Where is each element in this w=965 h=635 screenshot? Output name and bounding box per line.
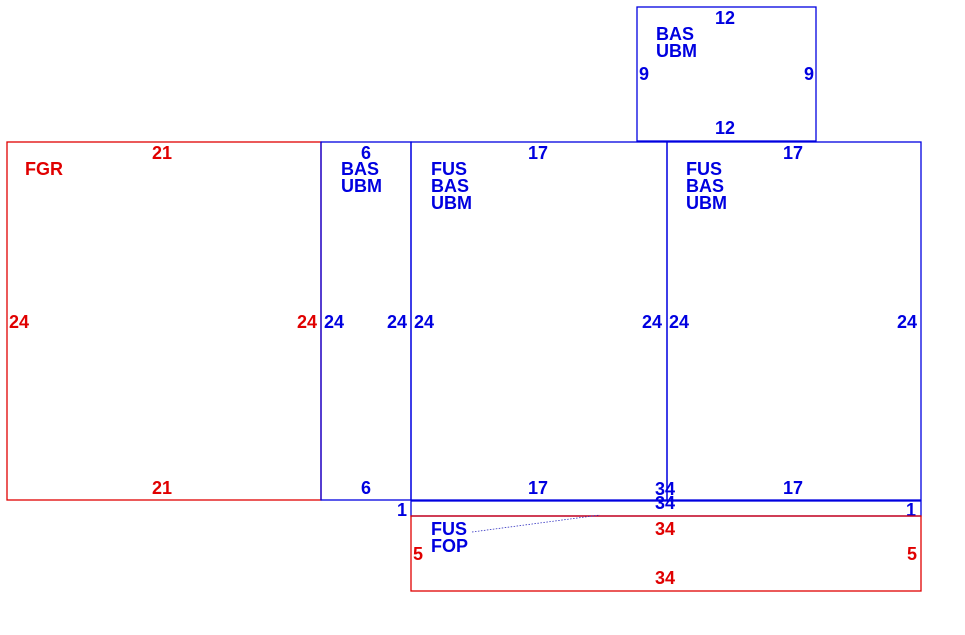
panel-top-code-2: UBM — [656, 41, 697, 61]
panel-narrow-dim-bottom: 6 — [361, 478, 371, 498]
panel-fop-dim-top: 34 — [655, 519, 675, 539]
panel-fop-code-1: FUS — [431, 519, 467, 539]
panel-right-code-1: FUS — [686, 159, 722, 179]
panel-narrow-dim-top: 6 — [361, 143, 371, 163]
panel-strip-dim-right: 1 — [906, 500, 916, 520]
panel-fgr-dim-left: 24 — [9, 312, 29, 332]
panel-top: BAS UBM 12 12 9 9 — [636, 6, 817, 142]
panel-right-dim-right: 24 — [897, 312, 917, 332]
panel-narrow: BAS UBM 6 6 24 24 — [320, 141, 412, 501]
panel-strip-dim-bottom: 34 — [655, 493, 675, 513]
panel-strip-dim-left: 1 — [397, 500, 407, 520]
panel-center-dim-bottom: 17 — [528, 478, 548, 498]
panel-right-dim-left: 24 — [669, 312, 689, 332]
panel-fgr-dim-bottom: 21 — [152, 478, 172, 498]
panel-top-dim-left: 9 — [639, 64, 649, 84]
panel-right-code-2: BAS — [686, 176, 724, 196]
panel-center-code-1: FUS — [431, 159, 467, 179]
panel-top-dim-bottom: 12 — [715, 118, 735, 138]
panel-center: FUS BAS UBM 17 17 24 24 — [410, 141, 668, 501]
panel-center-dim-left: 24 — [414, 312, 434, 332]
panel-top-code-1: BAS — [656, 24, 694, 44]
panel-fgr: FGR 21 21 24 24 — [6, 141, 322, 501]
panel-center-code-2: BAS — [431, 176, 469, 196]
panel-fop-outline — [410, 515, 922, 592]
panel-fop-dim-bottom: 34 — [655, 568, 675, 588]
panel-fgr-code-1: FGR — [25, 159, 63, 179]
leader-line — [471, 514, 601, 533]
panel-narrow-dim-right: 24 — [387, 312, 407, 332]
panel-right-dim-top: 17 — [783, 143, 803, 163]
panel-right-code-3: UBM — [686, 193, 727, 213]
panel-right-outline — [666, 141, 922, 501]
panel-center-dim-right: 24 — [642, 312, 662, 332]
panel-top-dim-right: 9 — [804, 64, 814, 84]
panel-fop-dim-right: 5 — [907, 544, 917, 564]
panel-right: FUS BAS UBM 17 17 24 24 — [666, 141, 922, 501]
panel-top-outline — [636, 6, 817, 142]
panel-fgr-outline — [6, 141, 322, 501]
panel-fop-code-2: FOP — [431, 536, 468, 556]
panel-top-dim-top: 12 — [715, 8, 735, 28]
panel-center-dim-top: 17 — [528, 143, 548, 163]
panel-fop-dim-left: 5 — [413, 544, 423, 564]
panel-narrow-code-2: UBM — [341, 176, 382, 196]
panel-center-code-3: UBM — [431, 193, 472, 213]
panel-fgr-dim-right: 24 — [297, 312, 317, 332]
panel-strip-dim-top: 34 — [655, 479, 675, 499]
panel-fgr-dim-top: 21 — [152, 143, 172, 163]
panel-narrow-code-1: BAS — [341, 159, 379, 179]
panel-fop: FUS FOP 34 34 5 5 — [410, 514, 922, 592]
panel-right-dim-bottom: 17 — [783, 478, 803, 498]
panel-narrow-dim-left: 24 — [324, 312, 344, 332]
